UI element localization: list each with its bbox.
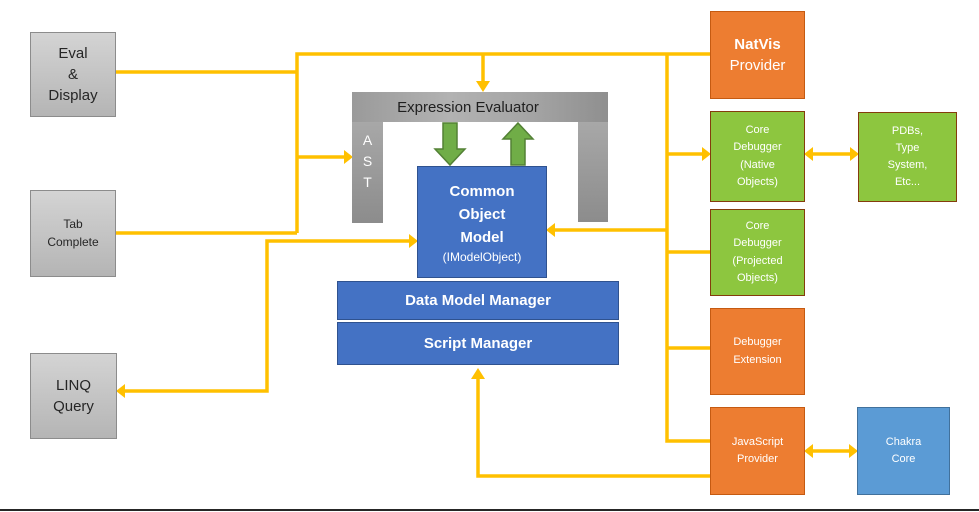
data-model-manager-label: Data Model Manager [405,292,551,309]
script-manager-label: Script Manager [423,335,533,352]
data-model-manager-box: Data Model Manager [337,281,619,320]
green-down-arrow [433,122,467,167]
slide-bottom-edge [0,509,979,511]
connector-jsprovider-to-script-manager [476,377,710,478]
eval-display-box: Eval&Display [30,32,116,117]
arrowhead-left-native-debugger [804,147,813,161]
arrowhead-left-jsprovider [804,444,813,458]
expression-evaluator-label: Expression Evaluator [397,98,539,116]
natvis-provider-box: NatVis Provider [710,11,805,99]
arrowhead-up-script-manager [471,368,485,379]
natvis-subtitle: Provider [729,57,786,74]
connector-right-trunk [665,54,710,443]
arrowhead-left-com [546,223,555,237]
natvis-title: NatVis [734,36,781,53]
eval-display-label: Eval&Display [48,44,98,105]
expression-evaluator-bar: Expression Evaluator [352,92,608,122]
arrowhead-down-expression-evaluator [476,81,490,92]
script-manager-box: Script Manager [337,322,619,365]
green-block-arrows [433,121,535,167]
arrowhead-left-linq [116,384,125,398]
green-up-arrow [501,121,535,166]
imodelobject-label: (IModelObject) [442,250,522,265]
